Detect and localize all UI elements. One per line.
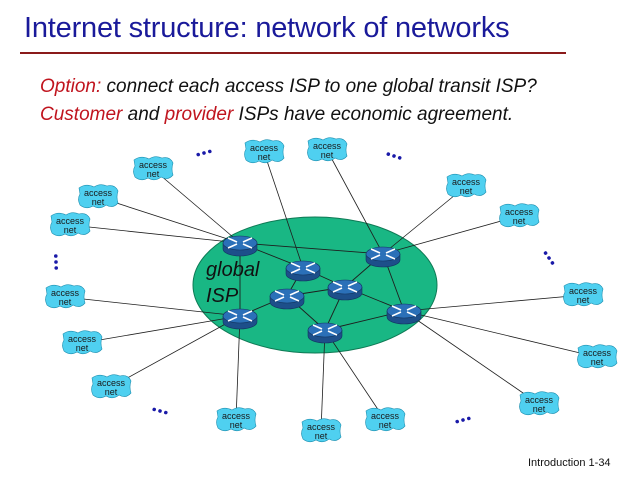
access-link (403, 310, 598, 358)
access-net-label: net (513, 216, 526, 226)
access-net-label: access (97, 378, 126, 388)
slide-footer: Introduction 1-34 (528, 457, 611, 469)
access-net-label: net (147, 169, 160, 179)
access-net-label: access (307, 422, 336, 432)
access-net-label: net (76, 343, 89, 353)
access-net-label: net (230, 420, 243, 430)
access-net-label: net (315, 431, 328, 441)
access-net-label: net (577, 295, 590, 305)
access-link (324, 329, 386, 421)
access-link (263, 151, 304, 269)
option-text: connect each access ISP to one global tr… (101, 76, 537, 97)
access-net-label: access (139, 160, 168, 170)
access-net-label: access (569, 286, 598, 296)
access-link (403, 310, 540, 405)
access-net-label: net (460, 186, 473, 196)
access-net-label: net (105, 387, 118, 397)
access-net-label: access (250, 143, 279, 153)
router-icon (222, 235, 258, 257)
access-link (64, 296, 241, 317)
access-net-label: access (313, 141, 342, 151)
global-isp-label: ISP (206, 285, 239, 307)
customer-word: Customer (40, 104, 123, 125)
access-link (235, 315, 241, 421)
ellipsis-dots (53, 254, 59, 270)
access-net-label: net (591, 357, 604, 367)
access-link (97, 196, 241, 244)
access-net-label: net (379, 420, 392, 430)
access-net-label: net (321, 150, 334, 160)
access-net-label: net (533, 404, 546, 414)
router-link (239, 242, 384, 255)
option-label: Option: (40, 76, 102, 97)
access-link (81, 315, 241, 344)
access-link (320, 329, 326, 432)
access-net-label: access (222, 411, 251, 421)
access-link (382, 185, 467, 255)
ellipsis-dots (196, 149, 212, 157)
access-net-label: net (258, 152, 271, 162)
option-statement: Option: connect each access ISP to one g… (40, 76, 537, 98)
global-isp-label: global (206, 259, 260, 281)
access-link (69, 224, 241, 244)
router-icon (269, 288, 305, 310)
access-link (403, 294, 584, 312)
access-net-label: net (59, 297, 72, 307)
ellipsis-dots (386, 152, 402, 160)
access-net-label: access (505, 207, 534, 217)
agreement-text: ISPs have economic agreement. (233, 104, 514, 125)
access-link (382, 215, 520, 255)
ellipsis-dots (455, 416, 471, 424)
access-net-label: net (64, 225, 77, 235)
access-net-label: access (452, 177, 481, 187)
router-icon (327, 279, 363, 301)
ellipsis-dots (543, 251, 555, 265)
agreement-statement: Customer and provider ISPs have economic… (40, 104, 513, 126)
and-word: and (122, 104, 165, 125)
access-net-label: access (525, 395, 554, 405)
router-icon (307, 322, 343, 344)
access-net-label: access (84, 188, 113, 198)
router-icon (222, 308, 258, 330)
access-net-label: access (371, 411, 400, 421)
access-link (110, 315, 241, 388)
access-link (326, 149, 384, 255)
access-net-label: access (583, 348, 612, 358)
router-icon (285, 260, 321, 282)
access-link (152, 168, 241, 244)
router-icon (365, 246, 401, 268)
access-net-label: net (92, 197, 105, 207)
access-net-label: access (68, 334, 97, 344)
provider-word: provider (164, 104, 234, 125)
title-underline (20, 52, 566, 54)
ellipsis-dots (152, 407, 168, 415)
slide-title: Internet structure: network of networks (24, 12, 510, 44)
access-net-label: access (56, 216, 85, 226)
access-net-label: access (51, 288, 80, 298)
router-icon (386, 303, 422, 325)
